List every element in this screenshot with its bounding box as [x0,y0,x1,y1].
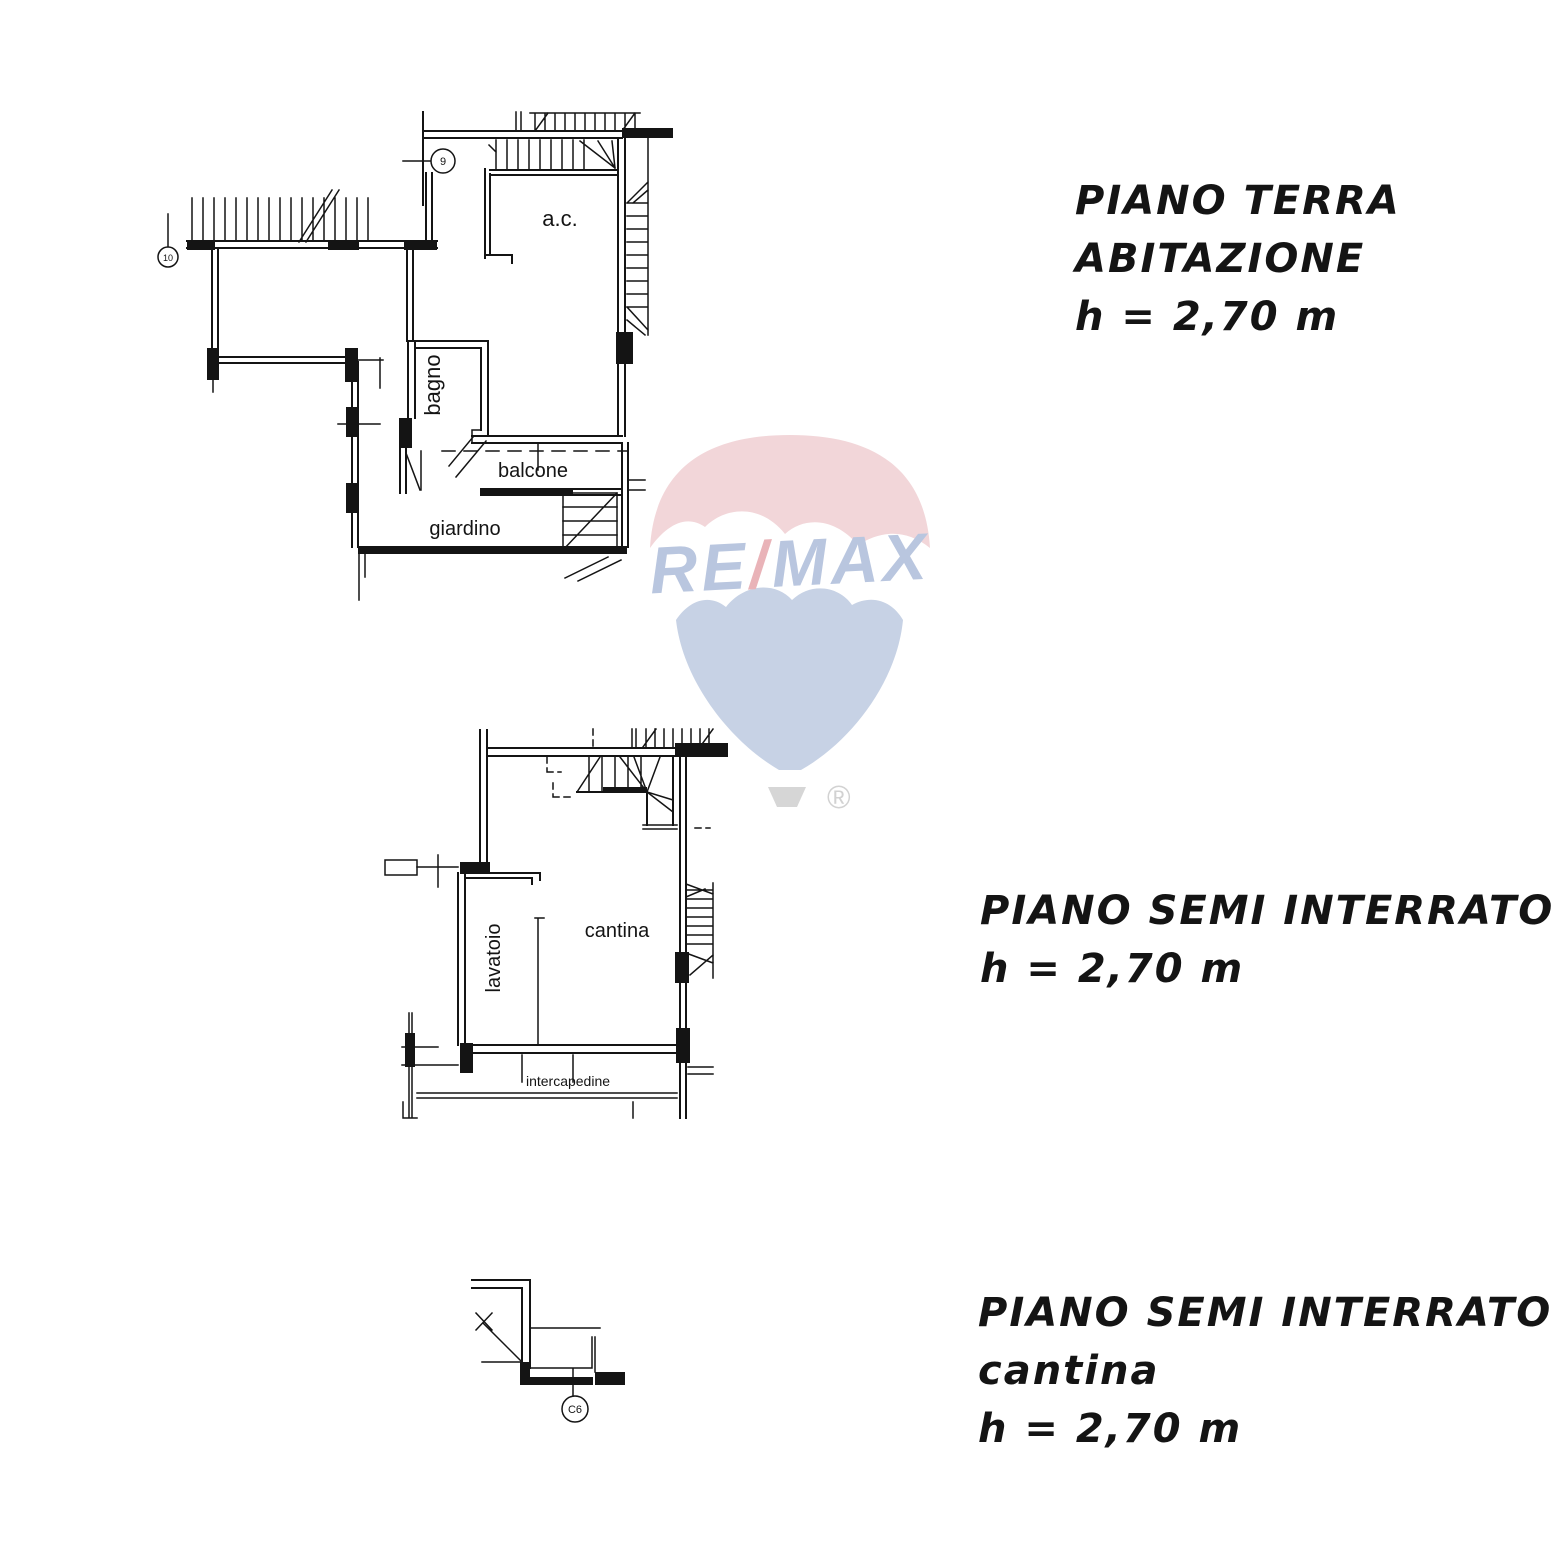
cellar-plan: C6 [471,1279,625,1423]
balloon-top [650,435,930,548]
semi-basement-plan: lavatoio cantina intercapedine [384,727,728,1119]
balloon-basket [768,787,806,807]
annotation-line: h = 2,70 m [1075,294,1340,340]
annotation-line: cantina [978,1348,1160,1394]
cellar-annotation: PIANO SEMI INTERRATO cantina h = 2,70 m [978,1284,1552,1458]
balloon-bottom [676,587,903,770]
annotation-line: PIANO TERRA [1075,178,1401,224]
wordmark-re: RE [648,528,751,607]
registered-symbol: ® [827,779,851,815]
semi-basement-annotation: PIANO SEMI INTERRATO h = 2,70 m [980,882,1554,998]
room-label-intercapedine: intercapedine [526,1073,610,1089]
annotation-line: ABITAZIONE [1075,236,1366,282]
room-label-giardino: giardino [429,518,500,540]
marker-10-label: 10 [163,253,173,263]
remax-wordmark: RE/MAX [648,519,932,608]
ground-floor-plan: 9 a.c. bagno [157,111,673,601]
room-label-lavatoio: lavatoio [483,924,505,993]
room-label-cantina: cantina [585,920,650,942]
marker-10-circle [157,246,179,268]
room-label-balcone: balcone [498,460,568,482]
marker-9-label: 9 [440,156,446,168]
balloon-graphic: RE/MAX ® [648,435,932,815]
marker-9-circle [430,148,456,174]
room-label-ac: a.c. [542,206,577,231]
annotation-line: h = 2,70 m [980,946,1245,992]
room-label-bagno: bagno [420,354,445,415]
annotation-line: PIANO SEMI INTERRATO [978,1290,1553,1336]
marker-c6-label: C6 [568,1404,582,1416]
annotation-line: PIANO SEMI INTERRATO [980,888,1555,934]
marker-c6-circle [561,1395,589,1423]
wordmark-max: MAX [770,519,932,601]
annotation-line: h = 2,70 m [978,1406,1243,1452]
ground-floor-annotation: PIANO TERRA ABITAZIONE h = 2,70 m [1075,172,1401,346]
